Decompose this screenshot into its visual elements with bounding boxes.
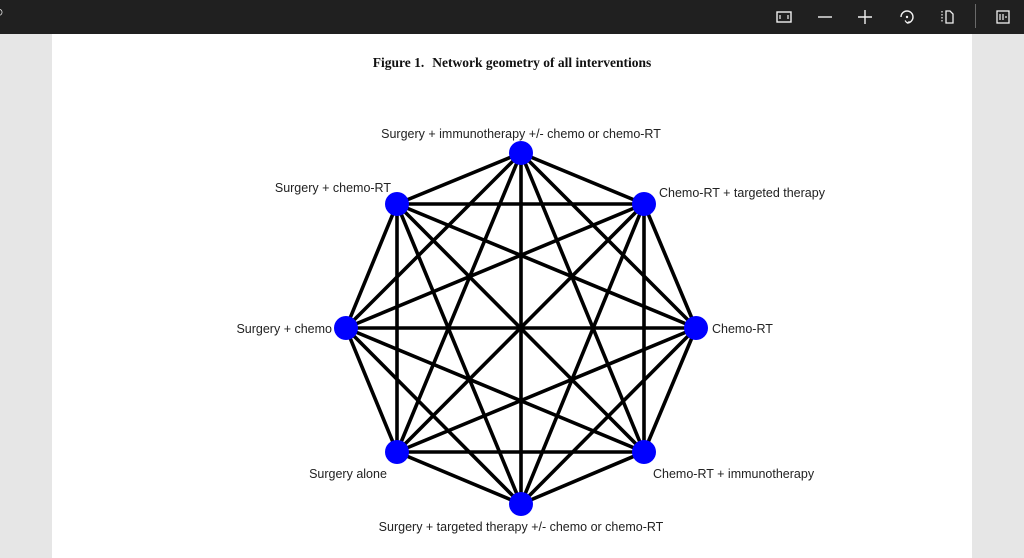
fit-page-icon xyxy=(776,11,792,23)
network-labels: Surgery + immunotherapy +/- chemo or che… xyxy=(236,127,825,534)
edge-n2-n3 xyxy=(642,203,698,329)
edge-n7-n8 xyxy=(344,203,399,329)
node-label-n3: Chemo-RT xyxy=(712,322,773,336)
minus-icon xyxy=(818,16,832,18)
viewer-toolbar: ○ xyxy=(0,0,1024,34)
figure-title: Network geometry of all interventions xyxy=(432,55,652,70)
plus-icon xyxy=(858,10,872,24)
node-n1 xyxy=(509,141,533,165)
edge-n4-n5 xyxy=(520,450,645,506)
edge-n4-n8 xyxy=(395,202,646,454)
read-aloud-button[interactable] xyxy=(991,5,1015,29)
read-aloud-icon xyxy=(996,10,1010,24)
edge-n1-n8 xyxy=(396,151,522,206)
edge-n1-n2 xyxy=(520,151,645,206)
node-n3 xyxy=(684,316,708,340)
zoom-out-button[interactable] xyxy=(813,5,837,29)
network-graph: Surgery + immunotherapy +/- chemo or che… xyxy=(236,127,825,534)
node-label-n2: Chemo-RT + targeted therapy xyxy=(659,186,826,200)
node-label-n5: Surgery + targeted therapy +/- chemo or … xyxy=(379,520,664,534)
node-label-n4: Chemo-RT + immunotherapy xyxy=(653,467,815,481)
network-nodes xyxy=(334,141,708,516)
edge-n3-n4 xyxy=(642,327,698,453)
edge-n5-n6 xyxy=(396,450,522,506)
edge-n3-n8 xyxy=(396,202,697,330)
node-n7 xyxy=(334,316,358,340)
page-view-icon xyxy=(941,10,954,24)
page-view-button[interactable] xyxy=(935,5,959,29)
node-n4 xyxy=(632,440,656,464)
node-n5 xyxy=(509,492,533,516)
rotate-button[interactable] xyxy=(895,5,919,29)
search-icon[interactable]: ○ xyxy=(0,4,4,22)
node-label-n8: Surgery + chemo-RT xyxy=(275,181,391,195)
node-n6 xyxy=(385,440,409,464)
toolbar-separator xyxy=(975,4,976,28)
figure-label: Figure 1. xyxy=(372,55,425,70)
node-label-n1: Surgery + immunotherapy +/- chemo or che… xyxy=(381,127,661,141)
edge-n2-n5 xyxy=(519,203,646,505)
zoom-in-button[interactable] xyxy=(853,5,877,29)
figure-caption: Figure 1. Network geometry of all interve… xyxy=(52,55,972,71)
node-n8 xyxy=(385,192,409,216)
node-label-n7: Surgery + chemo xyxy=(236,322,332,336)
node-n2 xyxy=(632,192,656,216)
document-page: Figure 1. Network geometry of all interve… xyxy=(52,34,972,558)
edge-n5-n8 xyxy=(395,203,523,505)
edge-n6-n7 xyxy=(344,327,399,453)
network-edges xyxy=(344,151,698,506)
edge-n5-n7 xyxy=(344,326,523,506)
fit-page-button[interactable] xyxy=(772,5,796,29)
rotate-icon xyxy=(900,10,914,24)
node-label-n6: Surgery alone xyxy=(309,467,387,481)
